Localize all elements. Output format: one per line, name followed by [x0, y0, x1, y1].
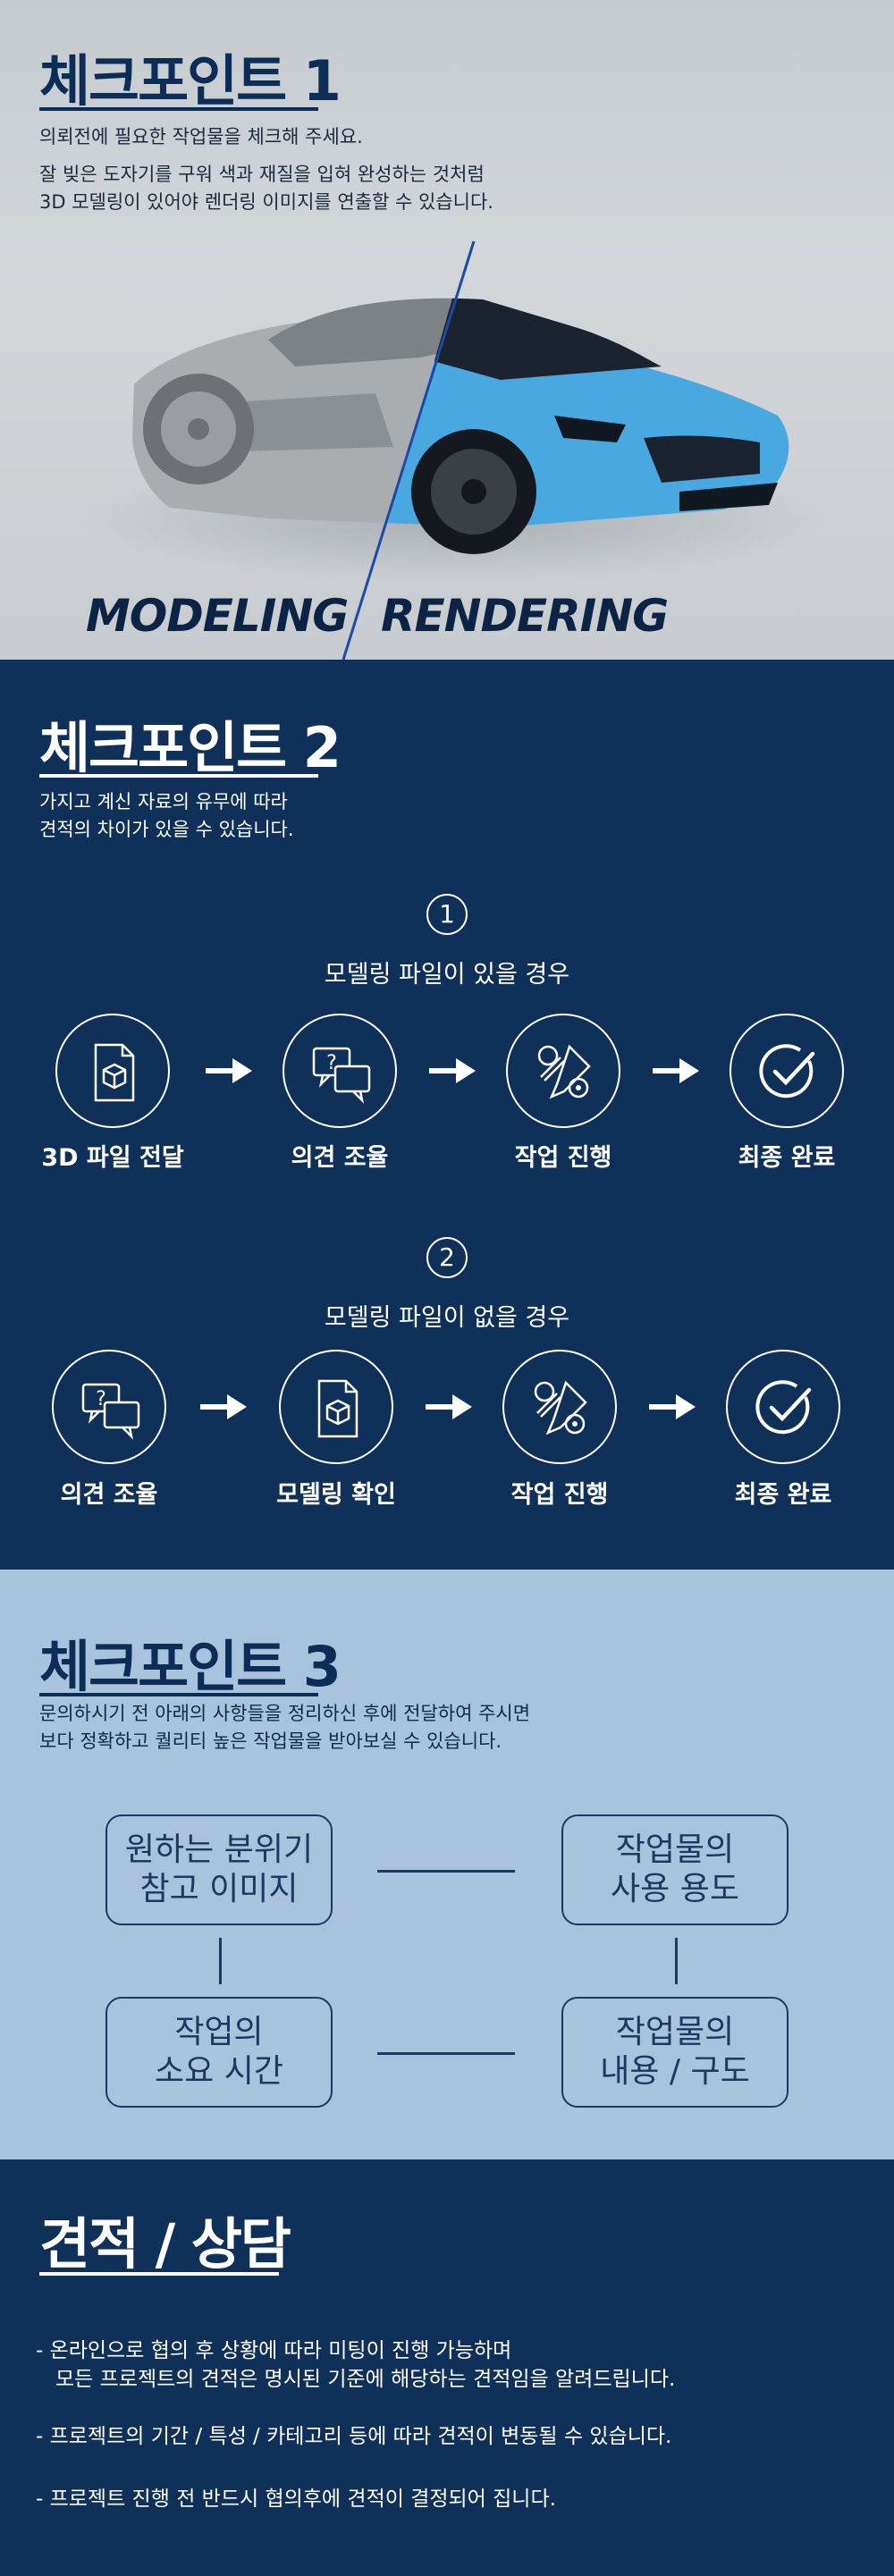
- file-cube-icon: [55, 1014, 170, 1128]
- checkpoint2-underline: [39, 774, 318, 778]
- arrow-right-icon: [653, 1058, 699, 1083]
- car-modeling-rendering-illustration: [80, 240, 831, 660]
- estimate-section: 견적 / 상담 - 온라인으로 협의 후 상황에 따라 미팅이 진행 가능하며 …: [0, 2159, 894, 2576]
- case2-step1-label: 의견 조율: [60, 1481, 158, 1509]
- box-usage-purpose-line2: 사용 용도: [611, 1871, 739, 1907]
- svg-text:?: ?: [326, 1052, 337, 1074]
- case2-step2-label: 모델링 확인: [276, 1481, 396, 1509]
- box-time-required-line2: 소요 시간: [155, 2053, 283, 2090]
- checkpoint2-title: 체크포인트 2: [39, 715, 342, 780]
- estimate-title: 견적 / 상담: [39, 2211, 291, 2277]
- box-content-composition-line2: 내용 / 구도: [600, 2053, 750, 2090]
- case1-step4-label: 최종 완료: [738, 1144, 836, 1172]
- checkpoint1-line3: 3D 모델링이 있어야 렌더링 이미지를 연출할 수 있습니다.: [39, 191, 493, 213]
- work-tools-icon: [502, 1350, 617, 1464]
- case2-number: 2: [426, 1237, 468, 1278]
- checkpoint1-title: 체크포인트 1: [39, 48, 342, 114]
- checkpoint1-underline: [39, 107, 318, 111]
- case2-step4-label: 최종 완료: [734, 1481, 832, 1509]
- checkpoint3-line2: 보다 정확하고 퀄리티 높은 작업물을 받아보실 수 있습니다.: [39, 1730, 502, 1752]
- check-circle-icon: [730, 1014, 844, 1128]
- box-time-required: 작업의 소요 시간: [105, 1997, 333, 2108]
- estimate-note1b: 모든 프로젝트의 견적은 명시된 기준에 해당하는 견적임을 알려드립니다.: [55, 2368, 676, 2391]
- checkpoint2-line2: 견적의 차이가 있을 수 있습니다.: [39, 819, 294, 840]
- arrow-right-icon: [429, 1058, 476, 1083]
- case1-step3-label: 작업 진행: [514, 1144, 612, 1172]
- box-content-composition-line1: 작업물의: [615, 2014, 735, 2050]
- rendering-label: RENDERING: [381, 590, 669, 642]
- connector-left: [219, 1938, 222, 1984]
- connector-bottom: [377, 2052, 515, 2055]
- connector-top: [377, 1870, 515, 1873]
- estimate-note1a: - 온라인으로 협의 후 상황에 따라 미팅이 진행 가능하며: [36, 2339, 512, 2362]
- arrow-right-icon: [426, 1394, 472, 1419]
- checkpoint2-line1: 가지고 계신 자료의 유무에 따라: [39, 791, 288, 812]
- estimate-note2: - 프로젝트의 기간 / 특성 / 카테고리 등에 따라 견적이 변동될 수 있…: [36, 2425, 672, 2448]
- case2-step3-label: 작업 진행: [510, 1481, 609, 1509]
- checkpoint1-line1: 의뢰전에 필요한 작업물을 체크해 주세요.: [39, 126, 363, 147]
- box-mood-reference-line2: 참고 이미지: [139, 1871, 299, 1907]
- check-circle-icon: [726, 1350, 840, 1464]
- connector-right: [675, 1938, 678, 1984]
- arrow-right-icon: [649, 1394, 696, 1419]
- box-mood-reference: 원하는 분위기 참고 이미지: [105, 1814, 333, 1925]
- case1-step1-label: 3D 파일 전달: [41, 1144, 184, 1172]
- file-cube-icon: [279, 1350, 393, 1464]
- box-time-required-line1: 작업의: [174, 2014, 264, 2050]
- checkpoint3-line1: 문의하시기 전 아래의 사항들을 정리하신 후에 전달하여 주시면: [39, 1703, 531, 1724]
- work-tools-icon: [506, 1014, 620, 1128]
- checkpoint3-section: 체크포인트 3 문의하시기 전 아래의 사항들을 정리하신 후에 전달하여 주시…: [0, 1570, 894, 2159]
- checkpoint3-title: 체크포인트 3: [39, 1634, 342, 1699]
- arrow-right-icon: [206, 1058, 252, 1083]
- modeling-label: MODELING: [86, 590, 349, 642]
- estimate-note3: - 프로젝트 진행 전 반드시 협의후에 견적이 결정되어 집니다.: [36, 2488, 556, 2511]
- box-usage-purpose-line1: 작업물의: [615, 1831, 735, 1868]
- box-mood-reference-line1: 원하는 분위기: [124, 1831, 314, 1868]
- chat-question-icon: ?: [283, 1014, 397, 1128]
- case2-title: 모델링 파일이 없을 경우: [324, 1304, 570, 1332]
- checkpoint1-section: 체크포인트 1 의뢰전에 필요한 작업물을 체크해 주세요. 잘 빚은 도자기를…: [0, 0, 894, 660]
- svg-text:?: ?: [96, 1388, 106, 1410]
- box-usage-purpose: 작업물의 사용 용도: [561, 1814, 789, 1925]
- case1-number: 1: [426, 894, 468, 935]
- estimate-underline: [39, 2272, 279, 2276]
- checkpoint1-line2: 잘 빚은 도자기를 구워 색과 재질을 입혀 완성하는 것처럼: [39, 164, 485, 185]
- case1-title: 모델링 파일이 있을 경우: [324, 961, 570, 989]
- chat-question-icon: ?: [52, 1350, 166, 1464]
- arrow-right-icon: [200, 1394, 247, 1419]
- checkpoint3-underline: [39, 1693, 318, 1696]
- case1-step2-label: 의견 조율: [291, 1144, 389, 1172]
- checkpoint2-section: 체크포인트 2 가지고 계신 자료의 유무에 따라 견적의 차이가 있을 수 있…: [0, 660, 894, 1570]
- box-content-composition: 작업물의 내용 / 구도: [561, 1997, 789, 2108]
